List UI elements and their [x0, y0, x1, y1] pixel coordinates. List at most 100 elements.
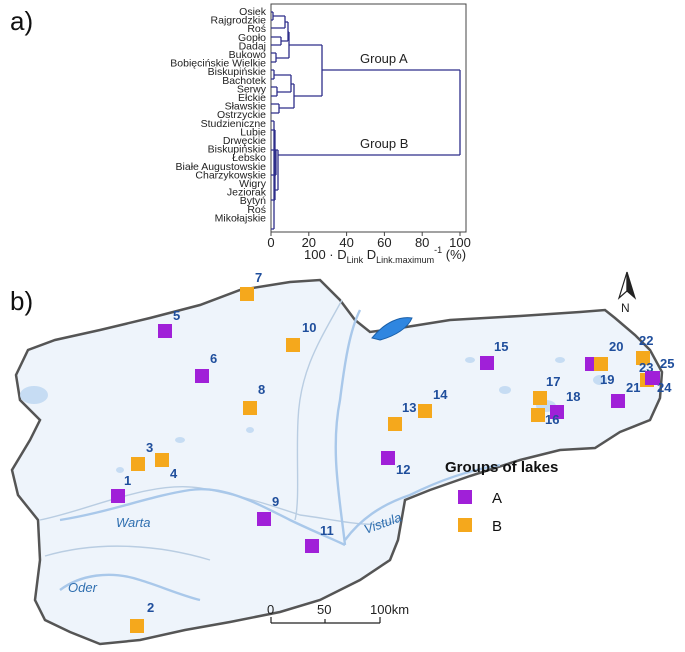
map: N Warta Vistula Oder 1234567891011121314…: [10, 270, 674, 646]
lake-name-18: Łebsko: [232, 152, 266, 164]
scale-label-100: 100km: [370, 602, 409, 617]
site-marker-2: [130, 619, 144, 633]
site-label-4: 4: [170, 466, 178, 481]
x-tick-label: 60: [377, 235, 391, 250]
site-label-6: 6: [210, 351, 217, 366]
group-a-label: Group A: [360, 51, 408, 66]
x-tick-label: 40: [339, 235, 353, 250]
scale-label-0: 0: [267, 602, 274, 617]
lake-name-10: Serwy: [237, 83, 267, 95]
x-axis-label: 100 · DLink DLink.maximum-1 (%): [304, 245, 466, 265]
site-label-16: 16: [545, 412, 559, 427]
site-marker-21: [611, 394, 625, 408]
lake-name-19: Białe Augustowskie: [176, 161, 267, 173]
lake-name-24: Roś: [247, 204, 266, 216]
rivers: [59, 309, 501, 602]
site-label-22: 22: [639, 333, 653, 348]
site-label-21: 21: [626, 380, 640, 395]
dendrogram: OsiekRajgrodzkieRośGopłoDadajBukowoBobię…: [170, 3, 471, 265]
site-marker-11: [305, 539, 319, 553]
x-tick-label: 80: [415, 235, 429, 250]
north-label: N: [621, 301, 630, 315]
site-label-18: 18: [566, 389, 580, 404]
site-label-20: 20: [609, 339, 623, 354]
site-marker-22: [636, 351, 650, 365]
lake-name-21: Wigry: [239, 178, 267, 190]
site-marker-8: [243, 401, 257, 415]
lake-name-22: Jeziorak: [227, 187, 267, 199]
river-label-oder: Oder: [68, 580, 98, 595]
scale-bar: 0 50 100km: [267, 602, 409, 624]
site-label-12: 12: [396, 462, 410, 477]
site-label-2: 2: [147, 600, 154, 615]
legend-swatch-b: [458, 518, 472, 532]
site-marker-1: [111, 489, 125, 503]
x-axis-ticks: 0 20 40 60 80 100: [267, 232, 471, 250]
lake-name-list: OsiekRajgrodzkieRośGopłoDadajBukowoBobię…: [170, 6, 266, 224]
site-marker-5: [158, 324, 172, 338]
x-tick-label: 100: [449, 235, 471, 250]
site-label-19: 19: [600, 372, 614, 387]
lake-name-8: Biskupińskie: [208, 66, 267, 78]
legend-swatch-a: [458, 490, 472, 504]
site-marker-7: [240, 287, 254, 301]
site-marker-25: [645, 371, 659, 385]
site-marker-10: [286, 338, 300, 352]
lake-name-25: Mikołajskie: [215, 212, 267, 224]
site-marker-3: [131, 457, 145, 471]
site-label-14: 14: [433, 387, 448, 402]
lake-name-7: Bobięcińskie Wielkie: [170, 58, 266, 70]
x-tick-label: 20: [302, 235, 316, 250]
dendrogram-branches: [271, 11, 461, 230]
site-marker-12: [381, 451, 395, 465]
site-label-25: 25: [660, 356, 674, 371]
site-label-7: 7: [255, 270, 262, 285]
lake-name-2: Rajgrodzkie: [211, 15, 267, 27]
lake-name-16: Drwęckie: [223, 135, 266, 147]
site-marker-9: [257, 512, 271, 526]
site-marker-18: [531, 408, 545, 422]
site-marker-6: [195, 369, 209, 383]
site-label-10: 10: [302, 320, 316, 335]
site-label-13: 13: [402, 400, 416, 415]
lake-name-13: Ostrzyckie: [217, 109, 266, 121]
site-label-8: 8: [258, 382, 265, 397]
lake-name-17: Biskupińskie: [208, 144, 267, 156]
scale-label-50: 50: [317, 602, 331, 617]
site-marker-14: [418, 404, 432, 418]
site-label-5: 5: [173, 308, 180, 323]
lake-name-9: Bachotek: [222, 75, 267, 87]
lake-name-4: Gopło: [238, 32, 266, 44]
lake-name-5: Dadaj: [239, 40, 266, 52]
lake-name-6: Bukowo: [229, 49, 267, 61]
lake-name-20: Charzykowskie: [195, 169, 266, 181]
lake-name-1: Osiek: [239, 6, 267, 18]
legend: Groups of lakes A B: [445, 459, 558, 535]
lake-name-23: Bytyń: [240, 195, 266, 207]
panel-a-label: a): [10, 6, 34, 36]
site-marker-16: [550, 405, 564, 419]
site-label-24: 24: [657, 380, 672, 395]
north-arrow: N: [617, 271, 637, 315]
group-b-label: Group B: [360, 136, 408, 151]
bay-lagoon: [371, 317, 413, 341]
river-label-warta: Warta: [116, 515, 150, 530]
site-marker-17: [533, 391, 547, 405]
lake-name-15: Lubie: [240, 126, 266, 138]
lake-name-14: Studzieniczne: [201, 118, 267, 130]
site-marker-15: [480, 356, 494, 370]
lake-name-12: Sławskie: [225, 101, 267, 113]
site-label-1: 1: [124, 473, 131, 488]
site-label-9: 9: [272, 494, 279, 509]
legend-label-b: B: [492, 518, 502, 535]
site-label-15: 15: [494, 339, 508, 354]
site-marker-13: [388, 417, 402, 431]
site-label-3: 3: [146, 440, 153, 455]
panel-b-label: b): [10, 286, 34, 316]
x-tick-label: 0: [267, 235, 274, 250]
legend-title: Groups of lakes: [445, 459, 558, 476]
legend-label-a: A: [492, 490, 502, 507]
lake-name-3: Roś: [247, 23, 266, 35]
site-label-17: 17: [546, 374, 560, 389]
